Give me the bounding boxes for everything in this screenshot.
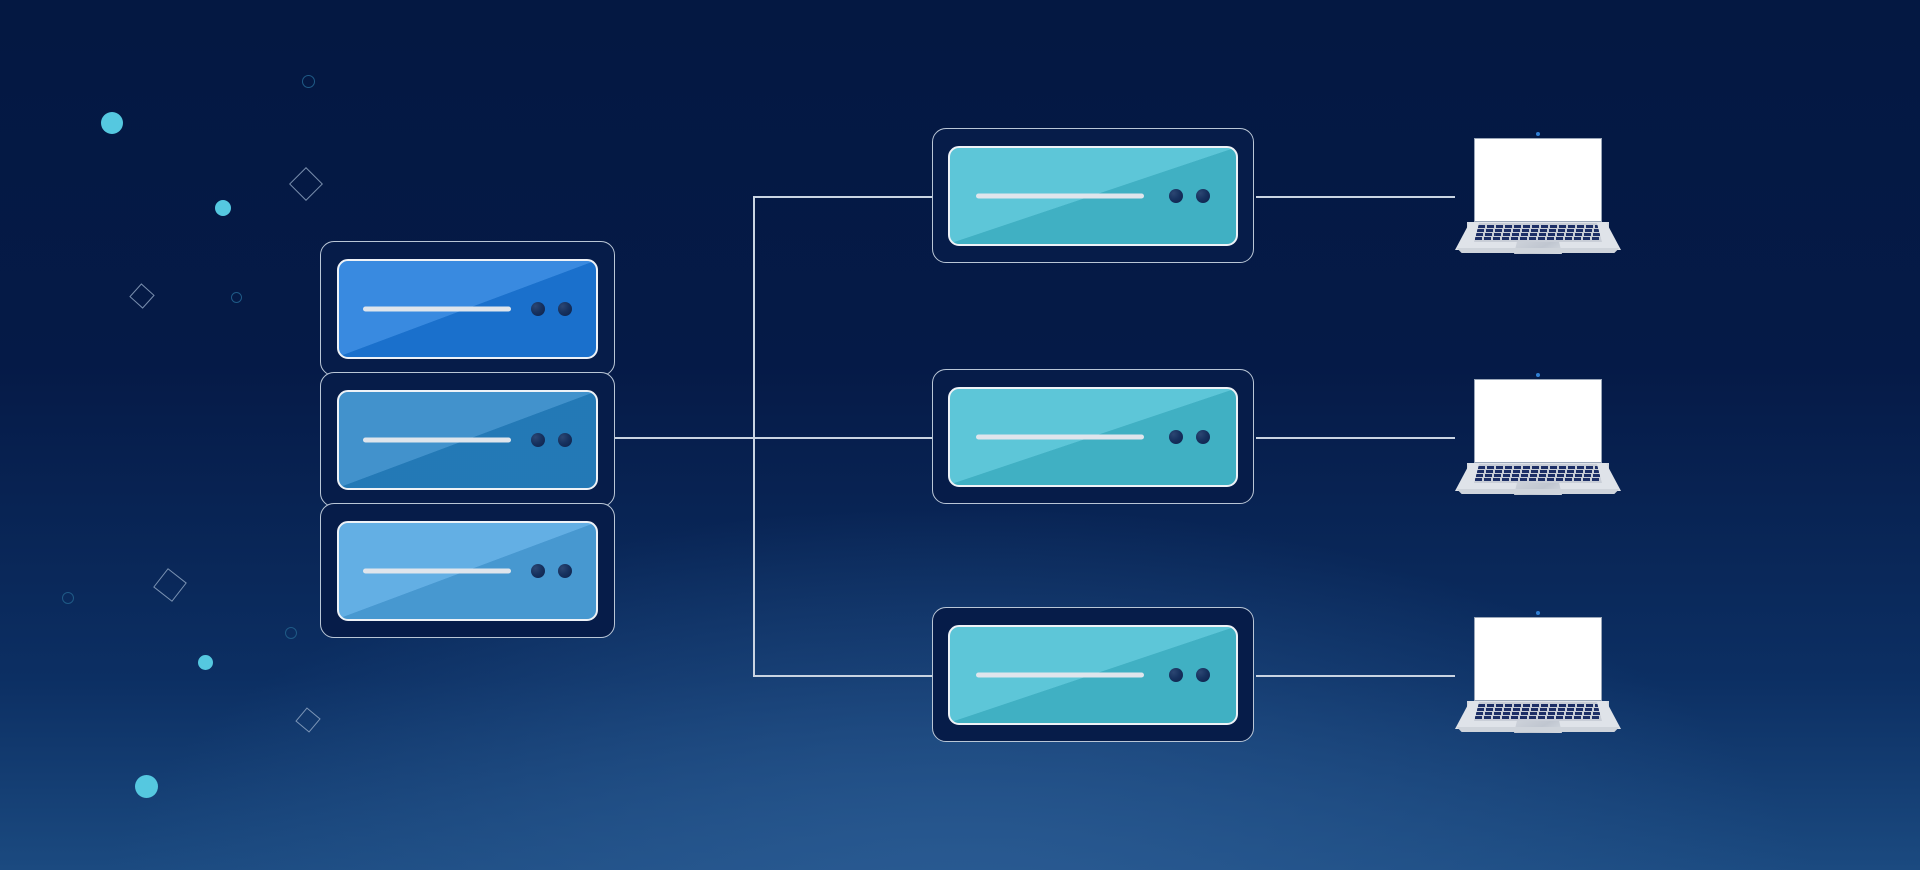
keyboard-row (1477, 470, 1599, 473)
node-panel (948, 145, 1238, 246)
node-slot-bar (976, 434, 1144, 439)
node-slot-bar (976, 672, 1144, 677)
laptop-foot (1456, 727, 1620, 732)
status-led-icon (558, 563, 572, 578)
keyboard-row (1478, 466, 1598, 469)
laptop-foot (1456, 248, 1620, 253)
server-status-leds (531, 432, 572, 447)
node-status-leds (1169, 188, 1210, 203)
status-led-icon (1169, 667, 1183, 682)
status-led-icon (531, 301, 545, 316)
server-status-leds (531, 301, 572, 316)
server-slot-bar (363, 437, 511, 442)
laptop-keyboard (1474, 464, 1602, 483)
status-led-icon (1196, 429, 1210, 444)
node-status-leds (1169, 667, 1210, 682)
node-panel (948, 624, 1238, 725)
server-unit-2[interactable] (320, 372, 615, 507)
connector-server-to-trunk (612, 437, 755, 439)
laptop-keyboard (1474, 223, 1602, 242)
decor-diamond (129, 283, 155, 309)
keyboard-row (1475, 237, 1601, 240)
laptop-screen (1474, 379, 1602, 463)
keyboard-row (1476, 712, 1600, 715)
node-panel (948, 386, 1238, 487)
laptop-keyboard (1474, 702, 1602, 721)
network-node-3[interactable] (932, 607, 1254, 742)
status-led-icon (1169, 188, 1183, 203)
keyboard-row (1475, 478, 1601, 481)
status-led-icon (1169, 429, 1183, 444)
client-laptop-2[interactable] (1455, 371, 1621, 499)
decor-dot (198, 655, 213, 670)
decor-ring (302, 75, 315, 88)
keyboard-row (1475, 716, 1601, 719)
server-panel (337, 258, 598, 359)
server-panel (337, 389, 598, 490)
laptop-screen (1474, 617, 1602, 701)
connector-trunk-vertical (753, 196, 755, 676)
decor-diamond (295, 707, 321, 733)
server-status-leds (531, 563, 572, 578)
status-led-icon (531, 563, 545, 578)
keyboard-row (1477, 229, 1599, 232)
server-slot-bar (363, 568, 511, 573)
connector-node-3-to-laptop-3 (1256, 675, 1455, 677)
decor-ring (285, 627, 297, 639)
keyboard-row (1478, 225, 1598, 228)
node-status-leds (1169, 429, 1210, 444)
client-laptop-1[interactable] (1455, 130, 1621, 258)
keyboard-row (1478, 704, 1598, 707)
laptop-foot (1456, 489, 1620, 494)
keyboard-row (1476, 474, 1600, 477)
decor-ring (62, 592, 74, 604)
network-node-2[interactable] (932, 369, 1254, 504)
decor-diamond (153, 568, 187, 602)
keyboard-row (1476, 233, 1600, 236)
connector-trunk-to-node-1 (753, 196, 934, 198)
connector-node-2-to-laptop-2 (1256, 437, 1455, 439)
laptop-screen (1474, 138, 1602, 222)
decor-dot (101, 112, 123, 134)
status-led-icon (1196, 667, 1210, 682)
network-node-1[interactable] (932, 128, 1254, 263)
connector-trunk-to-node-2 (753, 437, 934, 439)
connector-node-1-to-laptop-1 (1256, 196, 1455, 198)
server-unit-1[interactable] (320, 241, 615, 376)
decor-ring (231, 292, 242, 303)
client-laptop-3[interactable] (1455, 609, 1621, 737)
decor-dot (135, 775, 158, 798)
server-unit-3[interactable] (320, 503, 615, 638)
connector-trunk-to-node-3 (753, 675, 934, 677)
webcam-icon (1536, 611, 1540, 615)
node-slot-bar (976, 193, 1144, 198)
status-led-icon (558, 432, 572, 447)
keyboard-row (1477, 708, 1599, 711)
decor-dot (215, 200, 231, 216)
server-slot-bar (363, 306, 511, 311)
decor-diamond (289, 167, 323, 201)
webcam-icon (1536, 373, 1540, 377)
server-panel (337, 520, 598, 621)
status-led-icon (1196, 188, 1210, 203)
server-rack[interactable] (320, 241, 615, 638)
webcam-icon (1536, 132, 1540, 136)
status-led-icon (558, 301, 572, 316)
status-led-icon (531, 432, 545, 447)
